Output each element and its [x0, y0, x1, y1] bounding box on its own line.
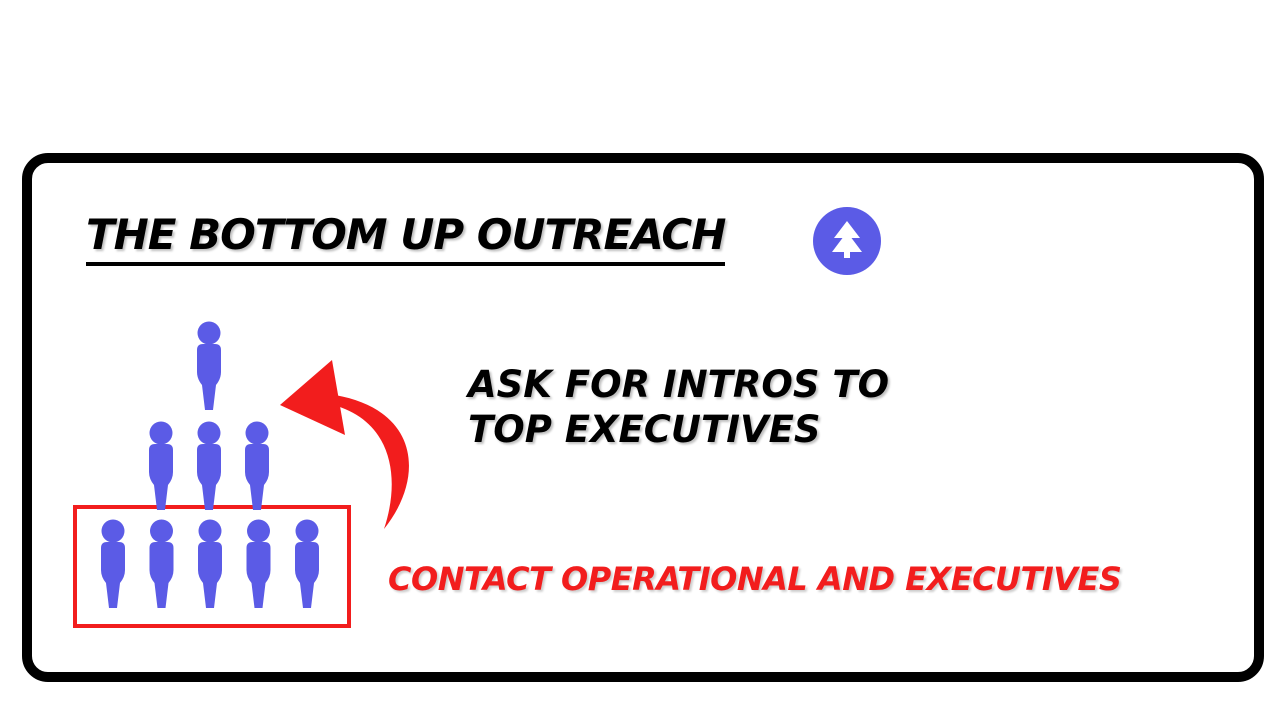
diagram-frame — [22, 153, 1264, 682]
bottom-level-highlight-box — [73, 505, 351, 628]
ask-line-1: ASK FOR INTROS TO — [468, 363, 890, 406]
contact-label: CONTACT OPERATIONAL AND EXECUTIVES — [388, 560, 1122, 598]
ask-line-2: TOP EXECUTIVES — [468, 408, 821, 451]
diagram-title: THE BOTTOM UP OUTREACH — [86, 208, 726, 266]
up-arrows-icon — [813, 207, 881, 275]
ask-for-intros-label: ASK FOR INTROS TO TOP EXECUTIVES — [468, 362, 889, 452]
